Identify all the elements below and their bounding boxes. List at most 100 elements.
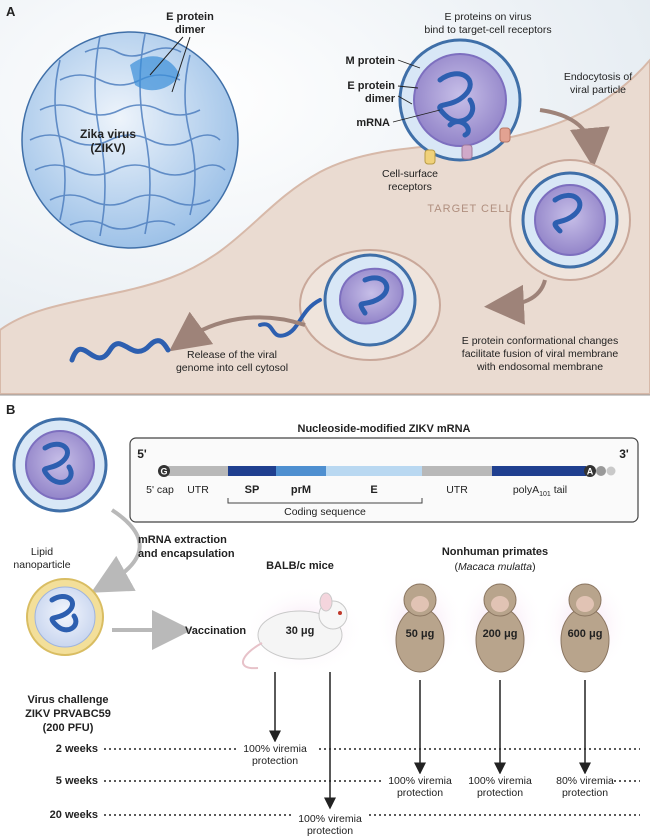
primates-species: (Macaca mulatta) [454,561,535,573]
release-label-line1: Release of the viral [187,349,277,361]
coding-sequence-bracket [227,498,423,504]
prot-2wk-line2: protection [252,755,298,767]
prm-segment [276,466,326,476]
prot-p3-line1: 80% viremia [556,775,614,787]
extract-label-line2: and encapsulation [138,548,235,560]
lnp-label-line2: nanoparticle [13,559,70,571]
receptors-label-line1: Cell-surface [382,168,438,180]
mice-label: BALB/c mice [266,560,334,572]
sp-segment [228,466,276,476]
e-segment [326,466,422,476]
m-protein-label: M protein [346,55,396,67]
zika-dimer-label-line1: E protein [166,11,214,23]
utr-right-segment [422,466,492,476]
sp-label: SP [245,484,260,496]
mrna-construct-panel: Nucleoside-modified ZIKV mRNA 5' 3' G A … [129,423,639,523]
receptor-2 [461,144,473,160]
prot-p2-line2: protection [477,787,523,799]
lipid-nanoparticle [26,578,104,656]
bind-label-line1: E proteins on virus [445,11,532,23]
extraction-arrow [91,508,142,593]
utr-left-label: UTR [187,484,209,496]
prot-20wk-line1: 100% viremia [298,813,362,825]
week-label-5: 5 weeks [56,775,98,787]
prot-p1-line1: 100% viremia [388,775,452,787]
e-protein-dimer-highlight [130,56,180,91]
e-label: E [370,484,377,496]
challenge-line2: ZIKV PRVABC59 [25,708,111,720]
dose-primate-3: 600 μg [568,628,603,640]
polya-tail-icon-3 [606,466,616,476]
endocytosis-arrow [539,108,610,168]
challenge-line3: (200 PFU) [43,722,94,734]
zika-dimer-label-line2: dimer [175,24,206,36]
bind-label-line2: bind to target-cell receptors [424,24,551,36]
polya-label: polyA101 tail [513,484,567,498]
released-genome-strand [258,298,322,338]
receptors-label-line2: receptors [388,181,432,193]
utr-right-label: UTR [446,484,468,496]
fusion-arrow [484,279,547,325]
e-dimer-label-line1: E protein [347,80,395,92]
cap-letter: G [160,467,167,477]
prot-20wk-line2: protection [307,825,353,837]
mrna-label: mRNA [356,117,390,129]
polya-tail-icon-2 [596,466,606,476]
zika-dimer-pointer [149,36,191,93]
fusion-label-line2: facilitate fusion of viral membrane [462,348,619,360]
monkey-3 [540,573,630,677]
panel-a-letter: A [6,4,16,19]
lnp-label-line1: Lipid [31,546,53,558]
fusing-virus [299,249,441,361]
extract-label-line1: mRNA extraction [138,534,227,546]
zika-virus-particle: Zika virus (ZIKV) [21,31,239,249]
prot-2wk-line1: 100% viremia [243,743,307,755]
dose-primate-2: 200 μg [483,628,518,640]
primates-label: Nonhuman primates [442,546,548,558]
free-genome-strand [69,338,171,363]
prot-p1-line2: protection [397,787,443,799]
release-arrow [169,311,306,352]
virus-panel-b [12,417,108,513]
dose-mouse: 30 μg [286,625,315,637]
dose-primate-1: 50 μg [406,628,435,640]
virus-label-pointers [392,59,441,123]
prot-p2-line1: 100% viremia [468,775,532,787]
monkey-2 [455,573,545,677]
utr-left-segment [168,466,228,476]
panel-a: A Zika virus (ZIKV) E protein dimer [0,0,650,395]
prm-label: prM [291,484,311,496]
endocytosis-label-line2: viral particle [570,84,626,96]
mouse-figure [242,585,365,675]
three-prime-label: 3' [619,447,629,461]
panel-b-letter: B [6,402,15,417]
five-prime-label: 5' [137,447,147,461]
vaccination-label: Vaccination [185,625,246,637]
receptor-1 [424,149,436,165]
week-label-2: 2 weeks [56,743,98,755]
fusion-label-line3: with endosomal membrane [476,361,603,373]
fusion-label-line1: E protein conformational changes [462,335,618,347]
week-label-20: 20 weeks [50,809,98,821]
coding-label: Coding sequence [284,506,366,518]
receptor-3 [499,127,511,143]
cap-icon [158,465,170,477]
endocytosed-virus [509,159,631,281]
release-label-line2: genome into cell cytosol [176,362,288,374]
target-cell-label: TARGET CELL [427,203,512,215]
monkey-1 [375,573,465,677]
binding-virus [398,38,522,162]
prot-p3-line2: protection [562,787,608,799]
challenge-line1: Virus challenge [27,694,108,706]
mrna-title: Nucleoside-modified ZIKV mRNA [298,423,471,435]
endocytosis-label-line1: Endocytosis of [564,71,632,83]
polya-segment [492,466,586,476]
zika-name-line2: (ZIKV) [90,141,125,155]
e-dimer-label-line2: dimer [365,93,396,105]
panel-b: B Nucleoside-modified ZIKV mRNA 5' 3' G … [6,402,640,839]
polya-tail-icon-1 [584,465,596,477]
cap-label: 5' cap [146,484,174,496]
tail-letter: A [587,467,594,477]
zika-name-line1: Zika virus [80,127,136,141]
